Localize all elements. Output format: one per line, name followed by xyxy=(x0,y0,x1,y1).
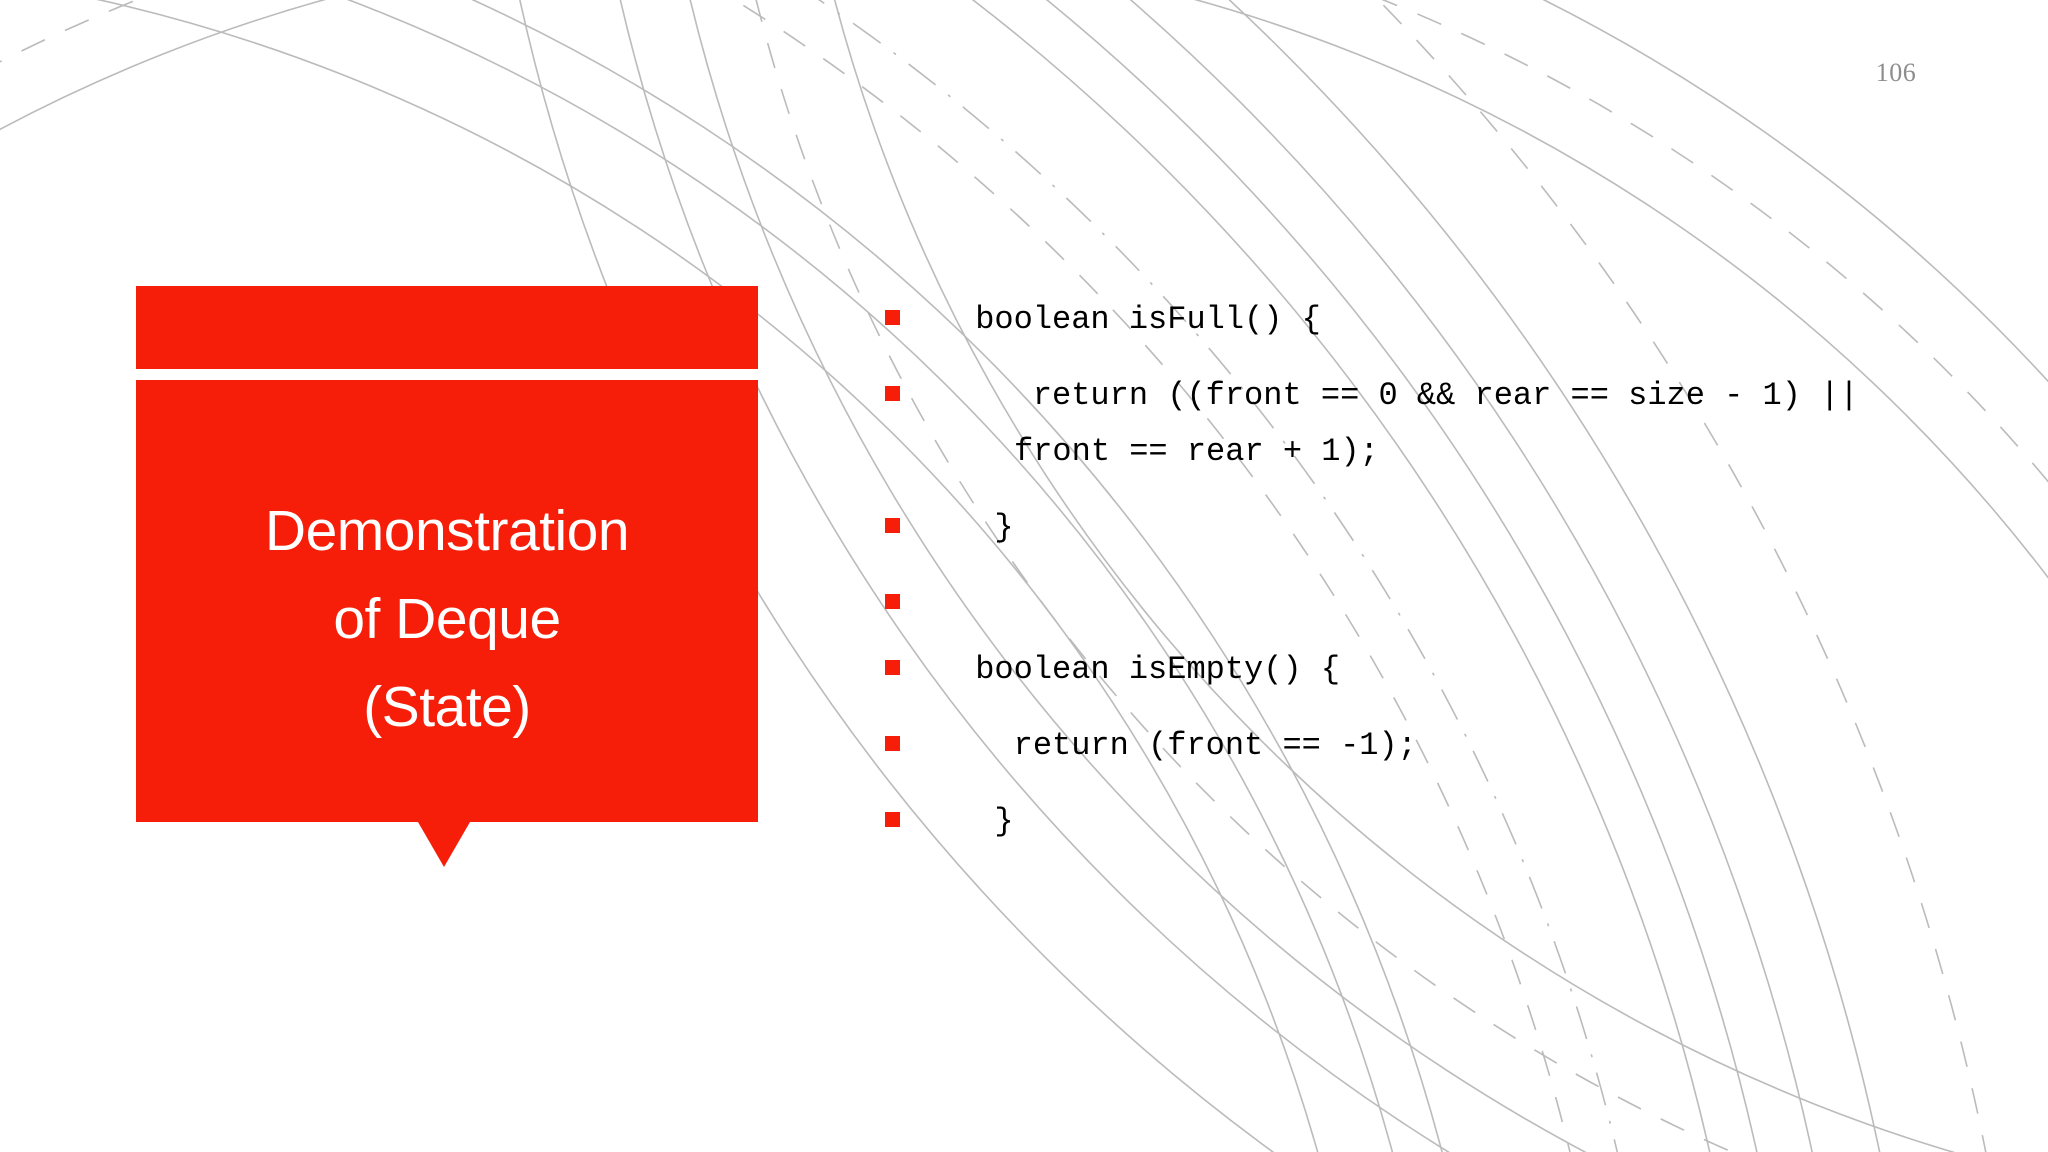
square-bullet-icon xyxy=(885,386,900,401)
list-item: return ((front == 0 && rear == size - 1)… xyxy=(884,368,1914,480)
code-line: return ((front == 0 && rear == size - 1)… xyxy=(956,377,1878,470)
slide-title: Demonstration of Deque (State) xyxy=(264,499,630,739)
page-number: 106 xyxy=(1875,58,1917,87)
square-bullet-icon xyxy=(885,660,900,675)
code-line: boolean isFull() { xyxy=(956,301,1321,338)
callout-tail-triangle xyxy=(418,822,470,867)
square-bullet-icon xyxy=(885,736,900,751)
list-item xyxy=(884,576,1914,622)
title-top-bar xyxy=(136,286,758,369)
code-line: return (front == -1); xyxy=(956,727,1417,764)
code-line: boolean isEmpty() { xyxy=(956,651,1341,688)
title-body: Demonstration of Deque (State) xyxy=(136,380,758,867)
list-item: } xyxy=(884,500,1914,556)
square-bullet-icon xyxy=(885,310,900,325)
title-divider-gap xyxy=(136,369,758,380)
title-callout: Demonstration of Deque (State) xyxy=(136,286,758,867)
list-item: boolean isFull() { xyxy=(884,292,1914,348)
list-item: } xyxy=(884,794,1914,850)
code-line: } xyxy=(956,803,1014,840)
square-bullet-icon xyxy=(885,812,900,827)
square-bullet-icon xyxy=(885,594,900,609)
square-bullet-icon xyxy=(885,518,900,533)
code-line xyxy=(956,576,1914,602)
code-line: } xyxy=(956,509,1014,546)
list-item: boolean isEmpty() { xyxy=(884,642,1914,698)
code-bullet-list: boolean isFull() { return ((front == 0 &… xyxy=(884,292,1914,870)
list-item: return (front == -1); xyxy=(884,718,1914,774)
